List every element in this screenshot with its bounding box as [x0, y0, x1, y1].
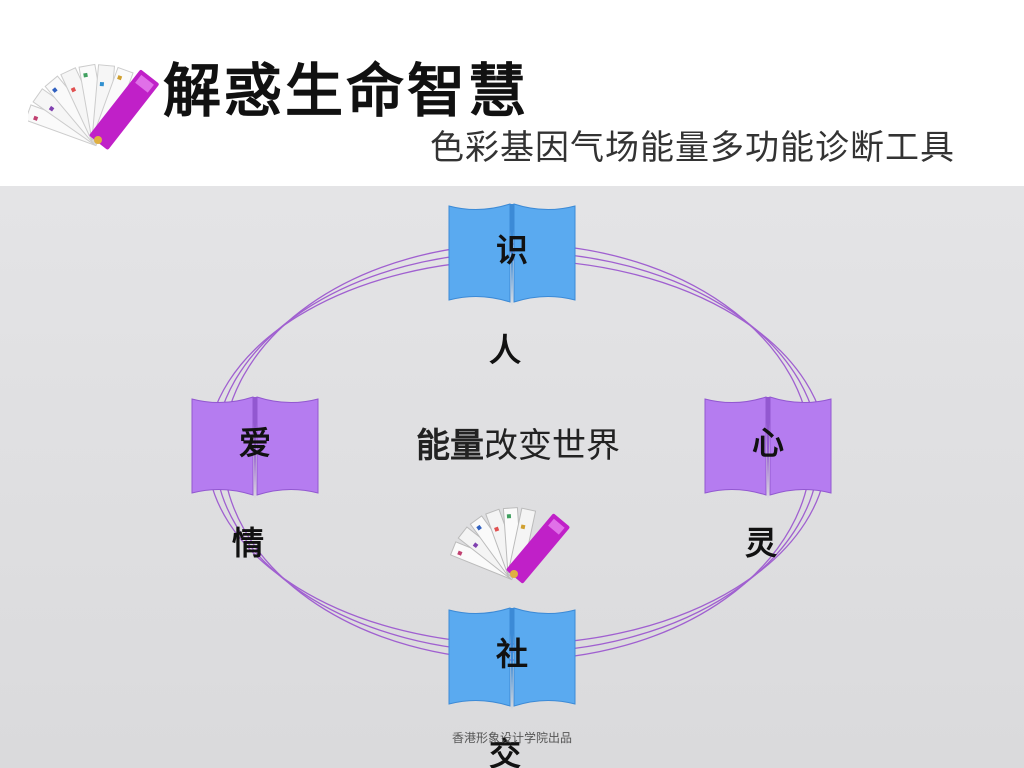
header	[0, 0, 1024, 186]
book-aiqing: 爱 情	[190, 393, 320, 562]
open-book-icon	[448, 203, 576, 306]
book-xinling: 心 灵	[703, 393, 833, 562]
page-title: 解惑生命智慧	[163, 57, 530, 125]
book-label-shiren: 识 人	[488, 231, 542, 369]
book-shiren: 识 人	[447, 200, 577, 369]
open-book-icon	[191, 396, 319, 499]
page-subtitle: 色彩基因气场能量多功能诊断工具	[430, 128, 955, 168]
color-swatch-fan-center-icon	[449, 507, 570, 584]
open-book-icon	[704, 396, 832, 499]
center-slogan: 能量改变世界	[416, 418, 620, 467]
book-shejiao: 社 交	[447, 604, 577, 768]
center-slogan-regular: 改变世界	[484, 426, 620, 466]
footer-credit: 香港形象设计学院出品	[451, 731, 572, 745]
center-slogan-bold: 能量	[416, 426, 484, 466]
open-book-icon	[448, 607, 576, 710]
book-label-shejiao: 社 交	[488, 635, 542, 768]
color-swatch-fan-logo-icon	[28, 63, 159, 150]
book-label-aiqing: 爱 情	[231, 424, 285, 562]
book-label-xinling: 心 灵	[744, 424, 798, 562]
